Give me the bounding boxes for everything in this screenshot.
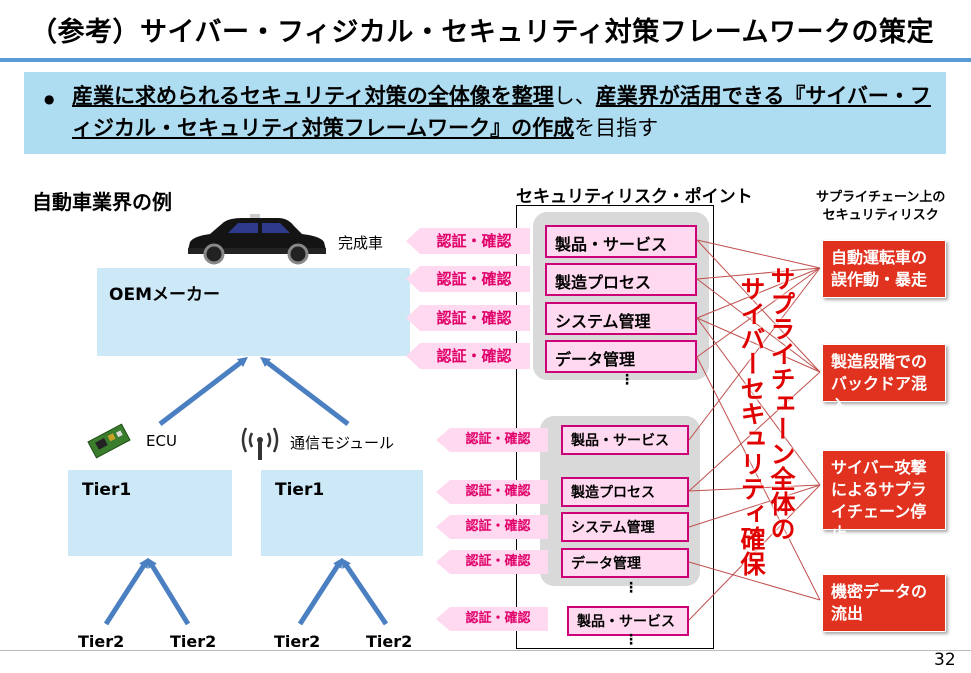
tier1-box-left: Tier1: [68, 470, 232, 556]
auth-arrow: 認証・確認: [436, 428, 548, 452]
footer-divider: [0, 650, 971, 651]
item-system-management: システム管理: [561, 512, 689, 542]
summary-banner: ● 産業に求められるセキュリティ対策の全体像を整理し、産業界が活用できる『サイバ…: [24, 72, 946, 154]
auth-arrow: 認証・確認: [406, 228, 530, 254]
ecu-label: ECU: [146, 432, 177, 450]
auth-arrow: 認証・確認: [436, 480, 548, 504]
summary-ending: を目指す: [574, 116, 659, 140]
supply-chain-risk-heading: サプライチェーン上の セキュリティリスク: [816, 190, 946, 223]
auth-arrow: 認証・確認: [406, 305, 530, 331]
item-data-management: データ管理: [561, 548, 689, 578]
car-icon: [188, 214, 326, 265]
auth-arrow: 認証・確認: [436, 607, 548, 631]
auth-arrow: 認証・確認: [436, 550, 548, 574]
summary-emphasis-2: 産業界が活用できる『サイバー・フィジカル・セキュリティ対策フレームワーク』の作成: [72, 84, 931, 140]
page-title: （参考）サイバー・フィジカル・セキュリティ対策フレームワークの策定: [30, 17, 934, 48]
summary-connector: し、: [553, 84, 596, 108]
tier1-label: Tier1: [275, 480, 325, 500]
risk-point-frame: [516, 205, 714, 649]
antenna-icon: [241, 427, 279, 460]
ellipsis: ⋮: [620, 372, 634, 388]
risk-point-heading: セキュリティリスク・ポイント: [516, 187, 753, 207]
title-divider: [0, 58, 971, 62]
vertical-text-cybersecurity: サイバーセキュリティ確保: [737, 276, 766, 576]
risk-box: 製造段階でのバックドア混入: [822, 344, 946, 415]
tier1-box-right: Tier1: [261, 470, 423, 556]
car-label: 完成車: [338, 234, 384, 252]
risk-box: 自動運転車の誤作動・暴走: [822, 240, 946, 298]
example-heading: 自動車業界の例: [32, 190, 172, 214]
tier2-label: Tier2: [274, 632, 321, 651]
comm-module-label: 通信モジュール: [290, 434, 394, 452]
summary-text: 産業に求められるセキュリティ対策の全体像を整理し、産業界が活用できる『サイバー・…: [72, 80, 942, 144]
tier2-label: Tier2: [170, 632, 217, 651]
tier2-label: Tier2: [78, 632, 125, 651]
item-manufacturing-process: 製造プロセス: [545, 263, 697, 296]
auth-arrow: 認証・確認: [406, 266, 530, 292]
item-data-management: データ管理: [545, 340, 697, 373]
risk-box: 機密データの流出: [822, 574, 946, 632]
oem-box: OEMメーカー: [97, 268, 410, 356]
item-system-management: システム管理: [545, 302, 697, 335]
ecu-board-icon: [87, 423, 131, 459]
auth-arrow: 認証・確認: [406, 343, 530, 369]
bullet-icon: ●: [44, 92, 55, 106]
oem-label: OEMメーカー: [109, 285, 220, 305]
risk-box: サイバー攻撃によるサプライチェーン停止: [822, 450, 946, 543]
tier1-label: Tier1: [82, 480, 132, 500]
summary-emphasis-1: 産業に求められるセキュリティ対策の全体像を整理: [72, 84, 554, 108]
item-product-service: 製品・サービス: [545, 225, 697, 258]
ellipsis: ⋮: [624, 632, 638, 648]
item-manufacturing-process: 製造プロセス: [561, 477, 689, 507]
item-product-service: 製品・サービス: [561, 425, 689, 455]
item-product-service: 製品・サービス: [567, 606, 689, 636]
page-number: 32: [934, 650, 956, 670]
ellipsis: ⋮: [624, 580, 638, 596]
vertical-text-supply-chain: サプライチェーン全体の: [767, 266, 796, 541]
auth-arrow: 認証・確認: [436, 515, 548, 539]
tier2-label: Tier2: [366, 632, 413, 651]
